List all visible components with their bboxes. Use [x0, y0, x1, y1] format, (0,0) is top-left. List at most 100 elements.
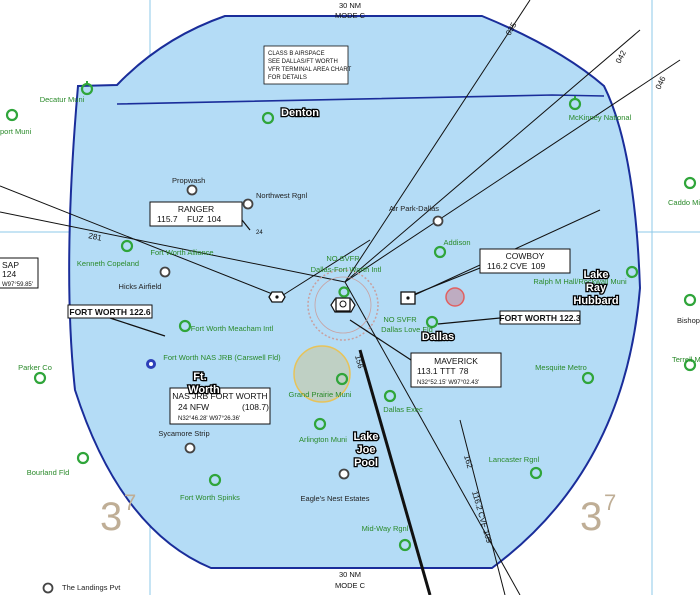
- ranger-freq: 115.7: [157, 214, 178, 224]
- nas-jrb-name: NAS JRB FORT WORTH: [172, 391, 267, 401]
- city-dallas-label: Dallas: [422, 331, 454, 343]
- radial-046-line: [344, 59, 681, 283]
- grid-number-right: 3: [580, 495, 602, 539]
- airport-dfw-label: Dallas-Fort Worth Intl: [311, 265, 382, 274]
- airport-mckinney-icon: [568, 96, 582, 111]
- nas-jrb-freq2: (108.7): [242, 402, 269, 412]
- class-b-note-box: [263, 45, 349, 85]
- radial-042-line: [344, 29, 641, 283]
- class-b-boundary-north: [116, 94, 605, 105]
- airport-addison-icon: [433, 245, 447, 259]
- grid-number-right-sup: 7: [604, 490, 616, 515]
- airport-arlington-label: Arlington Muni: [299, 435, 347, 444]
- airport-sycamore-label: Sycamore Strip: [158, 429, 209, 438]
- airport-propwash-label: Propwash: [172, 176, 205, 185]
- airport-mesquite-icon: [581, 371, 595, 385]
- lake-ray-label-2: Ray: [586, 282, 607, 294]
- airport-terrell-label: Terrell M: [672, 355, 700, 364]
- nas-jrb-info-box: NAS JRB FORT WORTH 24 NFW (108.7) N32°46…: [169, 387, 271, 425]
- dfw-vor-icon: [335, 297, 351, 312]
- airport-rockwall-icon: [625, 265, 639, 279]
- airport-eaglesnest-label: Eagle's Nest Estates: [301, 494, 370, 503]
- airport-bourland-label: Bourland Fld: [27, 468, 70, 477]
- airport-grandprairie-icon: [335, 372, 349, 386]
- airport-lovefield-icon: [425, 315, 439, 329]
- ranger-ident: FUZ: [187, 214, 204, 224]
- airport-bishop-label: Bishop: [677, 316, 700, 325]
- airport-bourland-icon: [76, 451, 90, 465]
- cowboy-vor-icon: [400, 291, 416, 305]
- cowboy-freq: 116.2: [487, 261, 508, 271]
- airport-landings-icon: [42, 582, 54, 594]
- radial-162-line: [459, 419, 506, 595]
- fort-worth-122-6-box: FORT WORTH 122.6: [67, 304, 166, 337]
- airport-terrell-icon: [683, 358, 697, 372]
- airport-mckinney-label: McKinney National: [569, 113, 632, 122]
- ranger-small-number: 24: [256, 230, 263, 236]
- radial-156-line: [344, 281, 521, 595]
- city-denton-label: Denton: [281, 107, 319, 119]
- airport-propwash-icon: [186, 184, 198, 196]
- airport-mesquite-label: Mesquite Metro: [535, 363, 587, 372]
- airport-meacham-label: Fort Worth Meacham Intl: [191, 324, 274, 333]
- ranger-vor-icon: [268, 291, 286, 303]
- class-b-note-line-1: CLASS B AIRSPACE: [268, 51, 325, 57]
- yellow-restricted-circle: [293, 345, 351, 403]
- airport-bridgeport-icon: [5, 108, 19, 122]
- airport-spinks-icon: [208, 473, 222, 487]
- airport-spinks-label: Fort Worth Spinks: [180, 493, 240, 502]
- airport-grandprairie-label: Grand Prairie Muni: [289, 390, 352, 399]
- class-b-note-line-3: VFR TERMINAL AREA CHART: [268, 67, 352, 73]
- radial-label-156: 156: [353, 354, 365, 370]
- nas-jrb-coords: N32°46.28' W97°26.36': [178, 416, 240, 422]
- left-partial-coords: W97°59.85': [2, 282, 33, 288]
- airport-northwest-label: Northwest Rgnl: [256, 191, 308, 200]
- ring-label-top: 30 NM: [339, 1, 361, 10]
- ring-mode-top: MODE C: [335, 11, 366, 20]
- fort-worth-122-3-box: FORT WORTH 122.3: [437, 310, 581, 325]
- airport-parker-icon: [33, 371, 47, 385]
- lake-ray-label-1: Lake: [583, 269, 608, 281]
- ring-mode-bottom: MODE C: [335, 581, 366, 590]
- maverick-info-box: MAVERICK 113.1 TTT 78 N32°52.15' W97°02.…: [349, 319, 502, 388]
- city-ft-worth-label-2: Worth: [188, 384, 220, 396]
- airport-alliance-label: Fort Worth Alliance: [150, 248, 213, 257]
- red-restricted-circle: [445, 287, 465, 307]
- lake-joe-label-2: Joe: [357, 444, 376, 456]
- mode-c-airspace: [68, 15, 642, 569]
- ranger-name: RANGER: [178, 204, 214, 214]
- radial-label-281: 281: [88, 231, 103, 243]
- fort-worth-122-3-label: FORT WORTH 122.3: [499, 313, 581, 323]
- airport-hicks-icon: [159, 266, 171, 278]
- airport-northwest-icon: [242, 198, 254, 210]
- airport-airpark-icon: [432, 215, 444, 227]
- airport-caddo-icon: [683, 176, 697, 190]
- airport-eaglesnest-icon: [338, 468, 350, 480]
- airport-bishop-icon: [683, 293, 697, 307]
- ranger-radial-east: [279, 239, 371, 298]
- airport-parker-label: Parker Co: [18, 363, 52, 372]
- maverick-coords: N32°52.15' W97°02.43': [417, 380, 479, 386]
- airport-decatur-icon: [80, 81, 94, 96]
- left-partial-navaid-box: SAP 124 W97°59.85': [0, 257, 39, 289]
- airport-airpark-label: Air Park-Dallas: [389, 204, 439, 213]
- lake-ray-label-3: Hubbard: [573, 295, 618, 307]
- maverick-freq: 113.1: [417, 366, 438, 376]
- airport-midway-icon: [398, 538, 412, 552]
- maverick-ident: TTT: [440, 366, 456, 376]
- airport-alliance-icon: [120, 239, 134, 253]
- cowboy-ident: CVE: [510, 261, 528, 271]
- lake-joe-label-3: Pool: [354, 457, 378, 469]
- airport-lancaster-label: Lancaster Rgnl: [489, 455, 540, 464]
- no-svfr-label-1: NO SVFR: [326, 254, 360, 263]
- airport-hicks-label: Hicks Airfield: [119, 282, 162, 291]
- airport-lancaster-icon: [529, 466, 543, 480]
- cowboy-info-box: COWBOY 116.2 CVE 109: [414, 248, 571, 295]
- airport-dfw-icon: [338, 286, 350, 298]
- airport-sycamore-icon: [184, 442, 196, 454]
- airport-dallasexec-icon: [383, 389, 397, 403]
- airport-kenneth-label: Kenneth Copeland: [77, 259, 139, 268]
- left-partial-name: SAP: [2, 260, 19, 270]
- lake-joe-label-1: Lake: [353, 431, 378, 443]
